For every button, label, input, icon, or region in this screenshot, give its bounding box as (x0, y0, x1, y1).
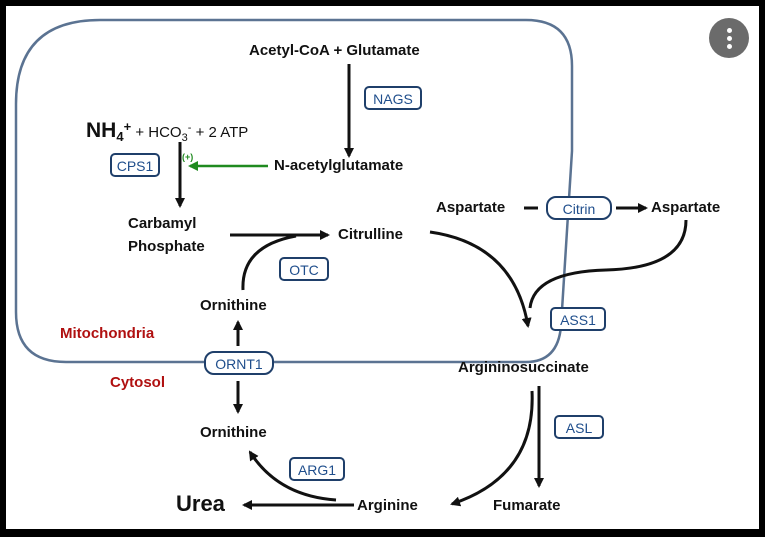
carbamyl-label-line1: Carbamyl (128, 215, 197, 232)
cps1-substrates-label: NH4+ + HCO3- + 2 ATP (86, 119, 249, 144)
arrow-aspartate-in (528, 219, 688, 309)
arrow-arg1-ornithine (248, 450, 337, 502)
enzyme-otc: OTC (279, 257, 329, 281)
activation-mark: (+) (182, 152, 194, 162)
fumarate-label: Fumarate (493, 497, 561, 514)
carbamyl-label-line2: Phosphate (128, 238, 205, 255)
mitochondria-membrane (14, 18, 574, 364)
acetylcoa-glutamate-label: Acetyl-CoA + Glutamate (249, 42, 420, 59)
arrow-citrulline-to-as (429, 230, 532, 328)
urea-label: Urea (176, 491, 225, 516)
diagram-canvas: Acetyl-CoA + Glutamate NH4+ + HCO3- + 2 … (6, 6, 759, 529)
arrow-ornithine-to-otc (241, 234, 297, 291)
citrulline-label: Citrulline (338, 226, 404, 243)
enzyme-nags: NAGS (364, 86, 422, 110)
enzyme-ornt1: ORNT1 (204, 351, 274, 375)
enzyme-ass1: ASS1 (550, 307, 606, 331)
enzyme-asl: ASL (554, 415, 604, 439)
n-acetylglutamate-label: N-acetylglutamate (274, 157, 404, 174)
enzyme-arg1: ARG1 (289, 457, 345, 481)
aspartate-cyto-label: Aspartate (651, 199, 721, 216)
cytosol-label: Cytosol (110, 374, 166, 391)
enzyme-citrin: Citrin (546, 196, 612, 220)
ornithine-cyto-label: Ornithine (200, 424, 267, 441)
vertical-dots-icon[interactable] (709, 18, 749, 58)
pathway-arrows (14, 18, 688, 510)
enzyme-cps1: CPS1 (110, 153, 160, 177)
mitochondria-label: Mitochondria (60, 325, 155, 342)
ornithine-mito-label: Ornithine (200, 297, 267, 314)
argininosuccinate-label: Argininosuccinate (458, 359, 589, 376)
arrow-asl-arginine (450, 390, 534, 507)
arginine-label: Arginine (357, 497, 418, 514)
aspartate-mito-label: Aspartate (436, 199, 506, 216)
